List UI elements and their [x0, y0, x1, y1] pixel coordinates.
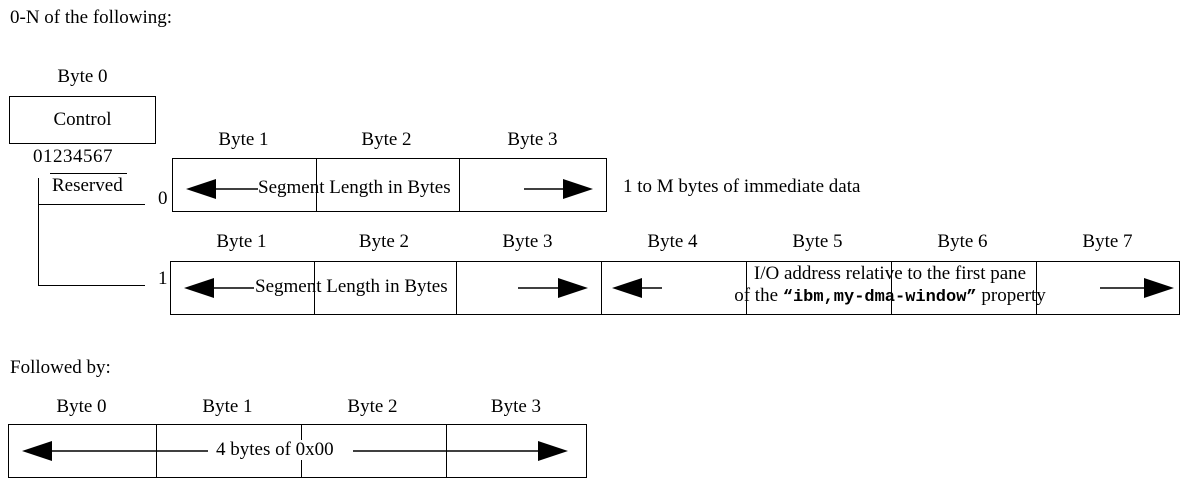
row1-left-span-arrow	[184, 278, 588, 298]
row1-divider-6	[1036, 262, 1037, 314]
row1-divider-4	[746, 262, 747, 314]
trailer-span-arrow	[22, 441, 568, 461]
trailer-header-byte2: Byte 2	[347, 396, 398, 417]
row0-divider-1	[316, 159, 317, 211]
row1-divider-2	[456, 262, 457, 314]
reserved-label: Reserved	[52, 175, 123, 196]
row1-right-span-prefix: of the	[734, 284, 783, 306]
row0-label: 0	[158, 188, 168, 209]
trailer-header-byte1: Byte 1	[202, 396, 253, 417]
bit0-bracket-vertical	[38, 178, 39, 286]
row1-header-byte4: Byte 4	[647, 231, 698, 252]
row0-side-note: 1 to M bytes of immediate data	[623, 176, 861, 197]
row0-header-byte1: Byte 1	[218, 129, 269, 150]
control-byte0-header: Byte 0	[57, 66, 108, 87]
reserved-overline	[50, 173, 127, 174]
trailer-header-byte0: Byte 0	[56, 396, 107, 417]
row1-right-span-line2: of the “ibm,my-dma-window” property	[600, 285, 1180, 308]
control-label: Control	[53, 109, 112, 130]
bit0-bracket-leader-row1	[38, 285, 145, 286]
followed-by-text: Followed by:	[10, 357, 111, 378]
row0-header-byte3: Byte 3	[507, 129, 558, 150]
row1-header-byte5: Byte 5	[792, 231, 843, 252]
bit0-bracket-leader-row0	[38, 204, 145, 205]
row0-divider-2	[459, 159, 460, 211]
row1-header-byte7: Byte 7	[1082, 231, 1133, 252]
row0-span-arrow	[186, 179, 593, 199]
row1-header-byte1: Byte 1	[216, 231, 267, 252]
row1-right-span-property: “ibm,my-dma-window”	[782, 287, 977, 307]
row1-label: 1	[158, 268, 168, 289]
row1-right-span-arrow	[612, 278, 1174, 298]
trailer-span-label: 4 bytes of 0x00	[213, 440, 337, 460]
row1-right-span-line1: I/O address relative to the first pane	[753, 263, 1027, 284]
row1-header-byte3: Byte 3	[502, 231, 553, 252]
row1-right-span-text: I/O address relative to the first pane o…	[600, 263, 1180, 307]
row1-header-byte2: Byte 2	[358, 231, 410, 252]
row1-box	[170, 261, 1180, 315]
row1-divider-1	[314, 262, 315, 314]
row1-divider-3	[601, 262, 602, 314]
control-box: Control	[9, 96, 156, 144]
control-bit-numbers: 01234567	[33, 146, 113, 167]
row1-divider-5	[891, 262, 892, 314]
row1-right-span-suffix: property	[976, 284, 1046, 306]
row1-left-span-label: Segment Length in Bytes	[255, 276, 448, 297]
row0-header-byte2: Byte 2	[361, 129, 412, 150]
row1-header-byte6: Byte 6	[937, 231, 988, 252]
row0-span-label: Segment Length in Bytes	[258, 177, 451, 198]
intro-text: 0-N of the following:	[10, 7, 173, 28]
row0-box	[172, 158, 607, 212]
trailer-header-byte3: Byte 3	[490, 396, 542, 417]
